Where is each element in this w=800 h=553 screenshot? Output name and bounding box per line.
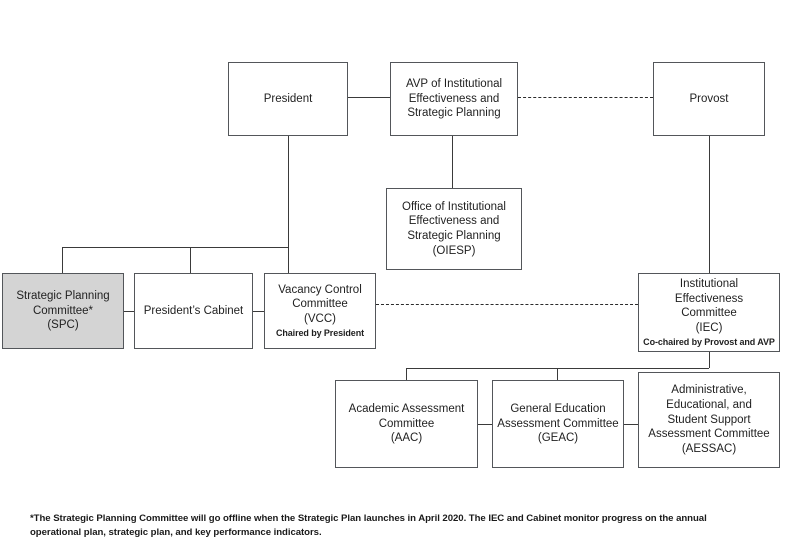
- node-vcc-label: Vacancy Control Committee: [278, 283, 362, 311]
- node-iec-sub: Co-chaired by Provost and AVP: [643, 336, 775, 347]
- node-geac-abbr: (GEAC): [537, 432, 579, 445]
- node-cabinet-label: President’s Cabinet: [143, 304, 244, 317]
- node-avp-label: AVP of Institutional Effectiveness and S…: [405, 77, 503, 120]
- node-vcc-abbr: (VCC): [304, 313, 336, 326]
- connector-bus-geac: [557, 368, 558, 380]
- connector-bus-cabinet: [190, 247, 191, 273]
- connector-aac-geac: [478, 424, 492, 425]
- node-cabinet[interactable]: President’s Cabinet: [134, 273, 253, 349]
- node-iec-abbr: (IEC): [695, 321, 723, 334]
- node-aac[interactable]: Academic Assessment Committee (AAC): [335, 380, 478, 468]
- connector-president-avp: [348, 97, 390, 98]
- node-iec[interactable]: Institutional Effectiveness Committee (I…: [638, 273, 780, 352]
- node-president[interactable]: President: [228, 62, 348, 136]
- connector-spc-cabinet: [124, 311, 134, 312]
- node-avp[interactable]: AVP of Institutional Effectiveness and S…: [390, 62, 518, 136]
- connector-president-bus: [62, 247, 288, 248]
- node-aac-label: Academic Assessment Committee: [348, 402, 465, 430]
- connector-avp-oiesp: [452, 136, 453, 188]
- connector-avp-provost-dashed: [518, 97, 653, 98]
- node-vcc-sub: Chaired by President: [275, 327, 365, 338]
- node-geac[interactable]: General Education Assessment Committee (…: [492, 380, 624, 468]
- node-vcc[interactable]: Vacancy Control Committee (VCC) Chaired …: [264, 273, 376, 349]
- node-provost-label: Provost: [689, 92, 729, 105]
- node-spc-abbr: (SPC): [47, 319, 79, 332]
- connector-cabinet-vcc: [253, 311, 264, 312]
- node-iec-label: Institutional Effectiveness Committee: [674, 277, 744, 320]
- connector-provost-iec: [709, 136, 710, 273]
- node-oiesp[interactable]: Office of Institutional Effectiveness an…: [386, 188, 522, 270]
- node-oiesp-abbr: (OIESP): [432, 244, 476, 257]
- connector-geac-aessac: [624, 424, 638, 425]
- node-geac-label: General Education Assessment Committee: [497, 402, 619, 430]
- chart-footnote: *The Strategic Planning Committee will g…: [30, 513, 707, 539]
- node-aessac-label: Administrative, Educational, and Student…: [648, 384, 770, 441]
- node-oiesp-label: Office of Institutional Effectiveness an…: [402, 200, 506, 242]
- node-president-label: President: [263, 92, 313, 105]
- node-aessac-abbr: (AESSAC): [681, 443, 737, 456]
- node-aessac[interactable]: Administrative, Educational, and Student…: [638, 372, 780, 468]
- connector-bus-vcc: [288, 247, 289, 273]
- connector-bus-spc: [62, 247, 63, 273]
- connector-iec-down: [709, 352, 710, 368]
- connector-bus-aac: [406, 368, 407, 380]
- node-spc-label: Strategic Planning Committee*: [16, 289, 110, 317]
- node-spc[interactable]: Strategic Planning Committee* (SPC): [2, 273, 124, 349]
- connector-vcc-iec-dashed: [376, 304, 638, 305]
- connector-president-down: [288, 136, 289, 247]
- node-aac-abbr: (AAC): [390, 432, 423, 445]
- node-provost[interactable]: Provost: [653, 62, 765, 136]
